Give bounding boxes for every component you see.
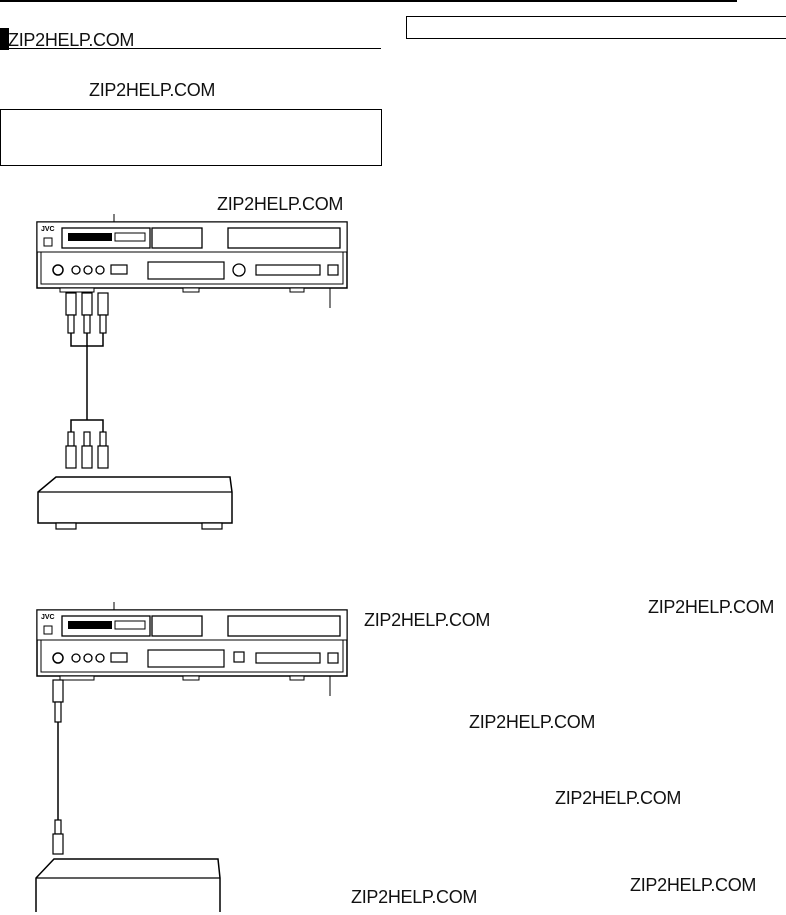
note-box [0,109,382,166]
top-rule [0,0,737,2]
watermark-7: ZIP2HELP.COM [555,788,682,808]
watermark-5: ZIP2HELP.COM [648,597,775,617]
deck-brand-1: JVC [41,226,55,233]
watermark-9: ZIP2HELP.COM [351,887,478,907]
deck-brand-2: JVC [41,614,55,621]
right-header-box [406,16,786,39]
watermark-8: ZIP2HELP.COM [630,875,757,895]
section-tab [0,28,9,50]
watermark-6: ZIP2HELP.COM [469,712,596,732]
watermark-4: ZIP2HELP.COM [364,610,491,630]
watermark-2: ZIP2HELP.COM [89,80,216,100]
watermark-1: ZIP2HELP.COM [8,30,135,50]
section-underline [9,48,381,49]
watermark-3: ZIP2HELP.COM [217,194,344,214]
